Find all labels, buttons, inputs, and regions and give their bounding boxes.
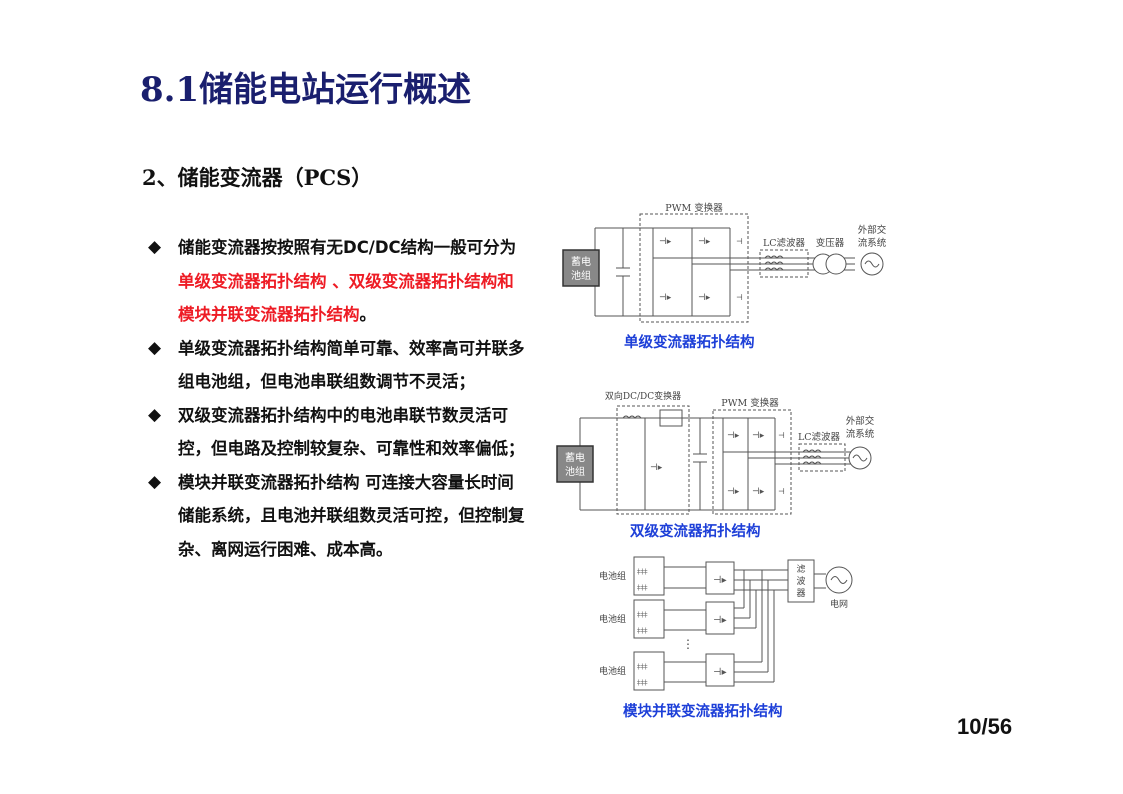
svg-text:‡‡‡: ‡‡‡: [637, 627, 648, 635]
filter-label: 滤: [796, 563, 805, 575]
svg-text:⊣▸: ⊣▸: [713, 615, 727, 626]
battery-label: 蓄电: [571, 255, 591, 268]
bullet-item-topology-types: ◆ 储能变流器按按照有无DC/DC结构一般可分为单级变流器拓扑结构 、双级变流器…: [146, 231, 526, 332]
lc-filter-label: LC滤波器: [763, 237, 806, 249]
svg-text:‡‡‡: ‡‡‡: [637, 611, 648, 619]
caption-two-stage: 双级变流器拓扑结构: [630, 524, 761, 540]
svg-text:⊣▸: ⊣▸: [713, 667, 727, 678]
diamond-bullet-icon: ◆: [148, 237, 162, 257]
svg-text:⊣▸: ⊣▸: [727, 487, 740, 497]
svg-text:⊣▸: ⊣▸: [698, 293, 711, 303]
svg-text:⊣▸: ⊣▸: [659, 237, 672, 247]
battery-group-label: 电池组: [599, 665, 626, 677]
battery-group-label: 电池组: [599, 570, 626, 582]
bullet-list: ◆ 储能变流器按按照有无DC/DC结构一般可分为单级变流器拓扑结构 、双级变流器…: [146, 231, 526, 566]
svg-text:器: 器: [796, 588, 805, 599]
slide-title: 8.1储能电站运行概述: [140, 70, 472, 110]
svg-text:⊣▸: ⊣▸: [752, 431, 765, 441]
external-ac-label: 外部交: [846, 415, 875, 427]
battery-group-label: 电池组: [599, 613, 626, 625]
diamond-bullet-icon: ◆: [148, 471, 162, 492]
bullet-item-modular: ◆ 模块并联变流器拓扑结构 可连接大容量长时间储能系统，且电池并联组数灵活可控，…: [146, 466, 526, 567]
page-number: 10/56: [957, 714, 1013, 739]
svg-text:⊣: ⊣: [778, 487, 785, 496]
svg-text:⊣: ⊣: [778, 431, 785, 440]
svg-text:⊣▸: ⊣▸: [752, 487, 765, 497]
bullet-item-two-stage: ◆ 双级变流器拓扑结构中的电池串联节数灵活可控，但电路及控制较复杂、可靠性和效率…: [146, 399, 526, 466]
figure-two-stage: ⊣▸ ⊣▸⊣▸⊣ ⊣▸⊣▸⊣ 蓄电 池组 双向DC/DC变换器 PWM 变换器 …: [555, 386, 895, 516]
svg-text:‡‡‡: ‡‡‡: [637, 663, 648, 671]
bullet-highlight-text: 单级变流器拓扑结构 、双级变流器拓扑结构和模块并联变流器拓扑结构: [178, 271, 514, 325]
dcdc-label: 双向DC/DC变换器: [605, 390, 681, 402]
battery-label: 蓄电: [565, 451, 585, 464]
caption-single-stage: 单级变流器拓扑结构: [624, 335, 755, 351]
grid-label: 电网: [830, 598, 848, 610]
diamond-bullet-icon: ◆: [148, 404, 162, 425]
svg-text:⊣: ⊣: [736, 293, 743, 302]
svg-text:⊣▸: ⊣▸: [713, 575, 727, 586]
pwm-label: PWM 变换器: [721, 397, 779, 409]
svg-text:流系统: 流系统: [858, 237, 887, 249]
pwm-label: PWM 变换器: [665, 202, 723, 214]
bullet-text: 模块并联变流器拓扑结构 可连接大容量长时间储能系统，且电池并联组数灵活可控，但控…: [178, 472, 525, 559]
svg-text:‡‡‡: ‡‡‡: [637, 568, 648, 576]
svg-text:‡‡‡: ‡‡‡: [637, 584, 648, 592]
figure-single-stage: ⊣▸⊣▸⊣ ⊣▸⊣▸⊣ 蓄电 池组 PWM 变换器 LC滤波器 变压器 外部交 …: [555, 200, 895, 325]
bullet-text-end: 。: [359, 305, 377, 324]
bullet-item-single-stage: ◆ 单级变流器拓扑结构简单可靠、效率高可并联多组电池组，但电池串联组数调节不灵活…: [146, 332, 526, 399]
bullet-text: 双级变流器拓扑结构中的电池串联节数灵活可控，但电路及控制较复杂、可靠性和效率偏低…: [178, 405, 525, 459]
two-stage-circuit-diagram: ⊣▸ ⊣▸⊣▸⊣ ⊣▸⊣▸⊣ 蓄电 池组 双向DC/DC变换器 PWM 变换器 …: [556, 390, 875, 515]
svg-text:⊣▸: ⊣▸: [698, 237, 711, 247]
section-subtitle: 2、储能变流器（PCS）: [142, 165, 373, 190]
ellipsis-icon: ⋮: [682, 637, 694, 651]
single-stage-circuit-diagram: ⊣▸⊣▸⊣ ⊣▸⊣▸⊣ 蓄电 池组 PWM 变换器 LC滤波器 变压器 外部交 …: [562, 202, 887, 323]
caption-modular: 模块并联变流器拓扑结构: [623, 704, 783, 720]
figure-modular: ⊣▸⊣▸⊣▸ ‡‡‡‡‡‡ ‡‡‡‡‡‡ ‡‡‡‡‡‡ 电池组 电池组 电池组 …: [596, 552, 876, 692]
transformer-label: 变压器: [816, 237, 845, 249]
external-ac-label: 外部交: [858, 224, 887, 236]
svg-text:‡‡‡: ‡‡‡: [637, 679, 648, 687]
modular-circuit-diagram: ⊣▸⊣▸⊣▸ ‡‡‡‡‡‡ ‡‡‡‡‡‡ ‡‡‡‡‡‡ 电池组 电池组 电池组 …: [599, 556, 853, 691]
bullet-text: 储能变流器按按照有无DC/DC结构一般可分为: [178, 238, 517, 257]
svg-text:⊣▸: ⊣▸: [659, 293, 672, 303]
bullet-text: 单级变流器拓扑结构简单可靠、效率高可并联多组电池组，但电池串联组数调节不灵活；: [178, 338, 525, 392]
svg-text:⊣▸: ⊣▸: [650, 463, 663, 473]
svg-text:⊣: ⊣: [736, 237, 743, 246]
svg-text:⊣▸: ⊣▸: [727, 431, 740, 441]
svg-text:池组: 池组: [571, 269, 591, 282]
diamond-bullet-icon: ◆: [148, 337, 162, 358]
svg-text:流系统: 流系统: [846, 428, 875, 440]
lc-filter-label: LC滤波器: [798, 431, 841, 443]
svg-text:波: 波: [796, 575, 805, 587]
svg-text:池组: 池组: [565, 465, 585, 478]
